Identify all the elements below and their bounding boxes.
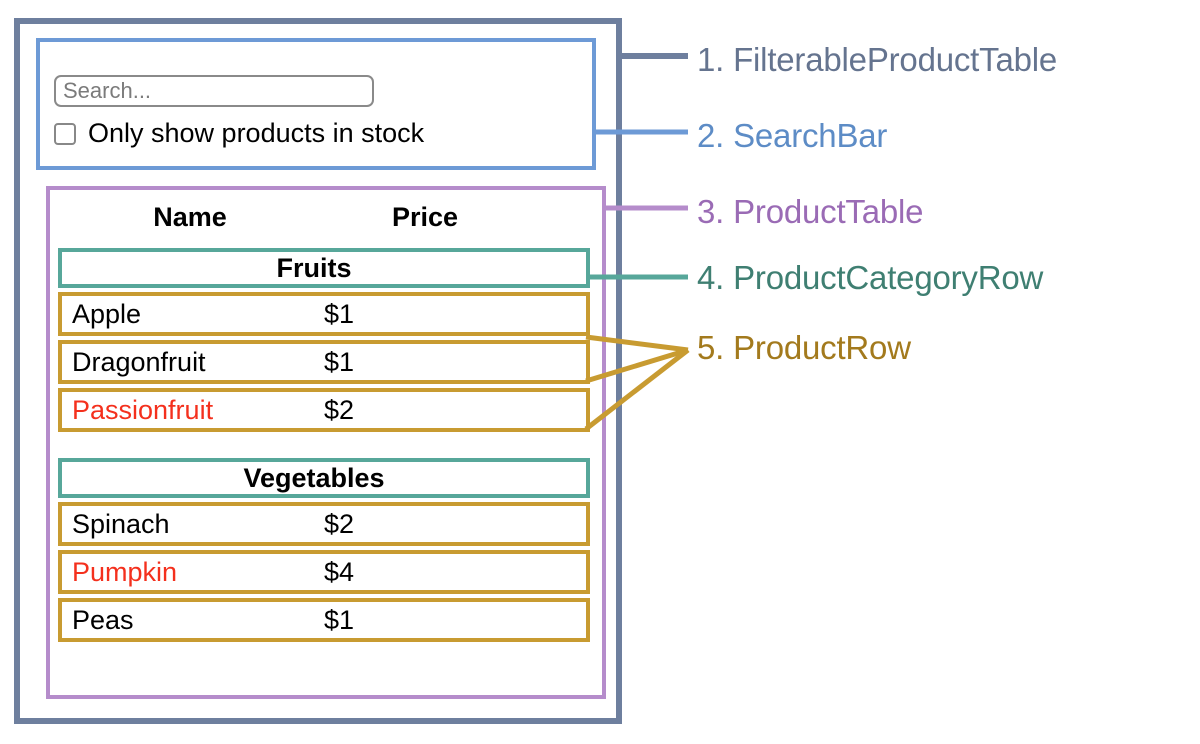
product-row-name: Spinach [72,508,170,539]
product-row-price: $1 [324,298,355,329]
product-category-row-label: Vegetables [243,462,385,493]
search-input-placeholder: Search... [63,78,152,103]
product-table-rows: Fruits Apple $1 Dragonfruit $1 Passionfr… [58,248,590,646]
product-row: Pumpkin $4 [58,550,590,594]
product-row-name: Peas [72,604,134,635]
legend-number: 4. [697,259,725,296]
legend-item-search-bar: 2. SearchBar [697,117,887,155]
product-row: Apple $1 [58,292,590,336]
legend-number: 1. [697,41,725,78]
product-row: Peas $1 [58,598,590,642]
product-row-name: Passionfruit [72,394,214,425]
legend-item-product-category-row: 4. ProductCategoryRow [697,259,1043,297]
search-input[interactable]: Search... [54,75,374,107]
legend-number: 2. [697,117,725,154]
group-spacer [58,436,590,458]
product-row-price: $2 [324,394,355,425]
product-category-row-label: Fruits [276,252,352,283]
legend-label: ProductTable [733,193,924,230]
product-row-name: Dragonfruit [72,346,206,377]
product-row-price: $1 [324,346,355,377]
product-row: Passionfruit $2 [58,388,590,432]
legend-item-filterable-product-table: 1. FilterableProductTable [697,41,1057,79]
product-row-price: $2 [324,508,355,539]
legend-label: ProductCategoryRow [733,259,1044,296]
product-category-row: Fruits [58,248,590,288]
legend-label: FilterableProductTable [733,41,1058,78]
legend-item-product-table: 3. ProductTable [697,193,924,231]
product-table-header: Name Price [55,198,585,236]
product-category-row: Vegetables [58,458,590,498]
product-row-name: Pumpkin [72,556,178,587]
product-row-price: $4 [324,556,355,587]
product-row: Dragonfruit $1 [58,340,590,384]
legend-number: 3. [697,193,725,230]
column-header-name: Name [153,201,227,232]
legend-item-product-row: 5. ProductRow [697,329,911,367]
product-row-price: $1 [324,604,355,635]
in-stock-checkbox-label: Only show products in stock [88,118,425,148]
checkbox-icon[interactable] [54,122,76,145]
product-row: Spinach $2 [58,502,590,546]
in-stock-checkbox-row[interactable]: Only show products in stock [54,120,424,147]
legend-label: ProductRow [733,329,911,366]
column-header-price: Price [391,201,459,232]
product-row-name: Apple [72,298,142,329]
legend-label: SearchBar [733,117,888,154]
legend-number: 5. [697,329,725,366]
